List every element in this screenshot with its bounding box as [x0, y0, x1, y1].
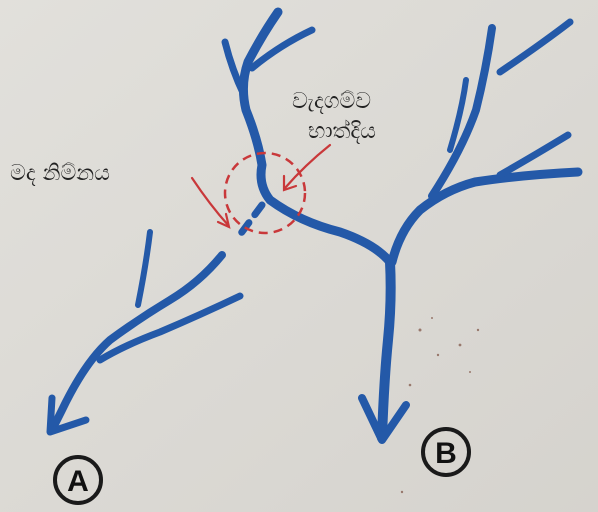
river-a-arrowhead [46, 394, 90, 436]
river-a-upper-course [48, 251, 226, 434]
river-b [221, 7, 583, 444]
capture-point-circle [223, 151, 307, 235]
wind-gap-arrow [190, 176, 230, 227]
river-a-former-course [232, 201, 266, 244]
river-b-right-branch-4 [496, 131, 572, 179]
paper-specks [400, 317, 480, 494]
point-a-marker: A [53, 455, 103, 505]
point-b-label: B [435, 437, 457, 470]
point-a-circle [53, 455, 103, 505]
river-b-captured-headwater [238, 7, 395, 267]
elbow-of-capture-label-line2: භාත්දිය [308, 119, 376, 144]
annotation-arrows [190, 143, 332, 229]
river-a-branch-2 [96, 292, 244, 364]
river-b-headwater-branch-2 [248, 26, 316, 72]
point-b-marker: B [421, 427, 471, 477]
point-a-label: A [67, 465, 89, 498]
river-b-main-trunk [377, 257, 396, 443]
wind-gap-label: මද නිම්නය [10, 161, 110, 186]
river-b-right-branch-2 [496, 18, 574, 76]
river-b-right-tributary [387, 167, 583, 267]
elbow-of-capture-label-line1: වැදගම්ව [292, 89, 371, 114]
river-b-right-branch-1 [428, 24, 496, 200]
river-b-headwater-branch-1 [221, 38, 248, 99]
river-a [46, 201, 266, 436]
elbow-of-capture-arrow [283, 143, 332, 190]
river-a-branch-1 [135, 229, 153, 308]
river-b-right-branch-3 [447, 77, 469, 153]
point-b-circle [421, 427, 471, 477]
river-b-arrowhead [358, 394, 410, 444]
